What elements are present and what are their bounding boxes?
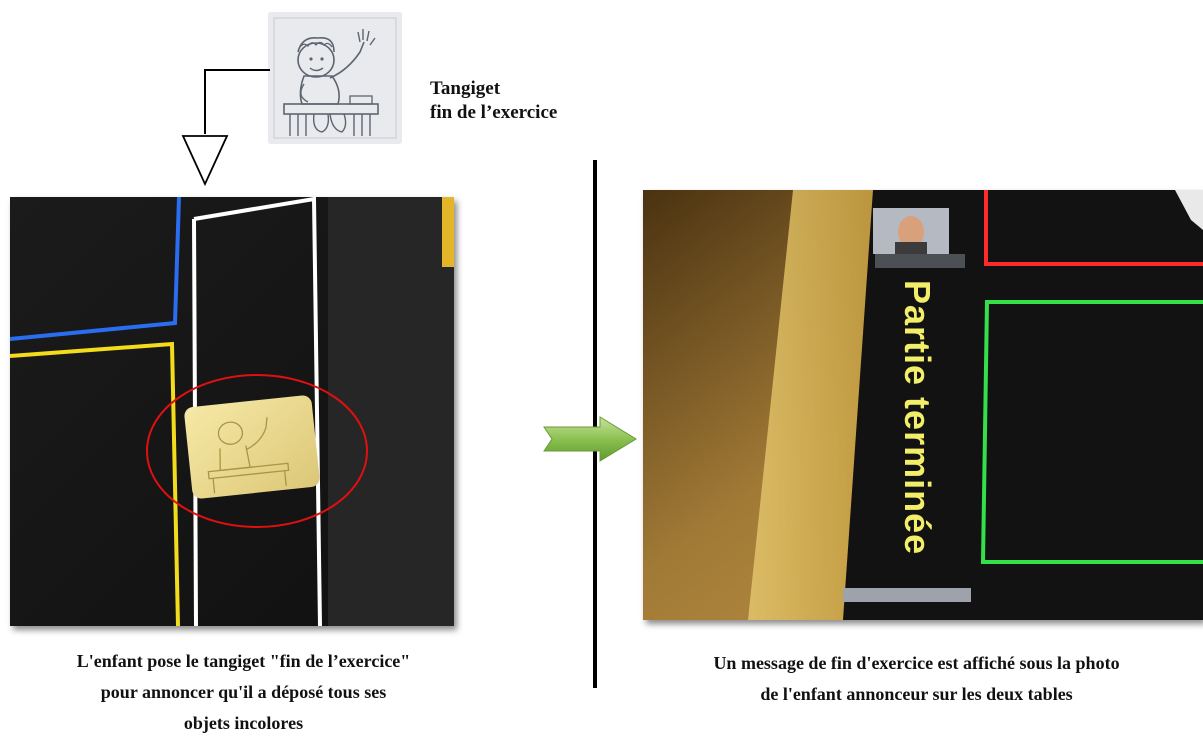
down-hollow-arrow-icon [181,69,270,187]
yellow-zone [10,341,180,626]
tangiget-title: Tangiget [430,78,501,99]
green-right-arrow-icon [543,416,637,462]
tangiget-card [268,12,402,144]
blue-zone [10,197,181,341]
end-message: Partie terminée [897,280,938,555]
right-caption: Un message de fin d'exercice est affiché… [630,648,1203,710]
left-photo [10,197,454,626]
tangiget-caption: Tangiget fin de l’exercice [430,77,557,125]
left-caption-line-2: pour annoncer qu'il a déposé tous ses [100,682,387,702]
child-drawing-icon [268,12,402,144]
left-caption-line-1: L'enfant pose le tangiget "fin de l’exer… [76,651,411,671]
right-photo: Partie terminée [643,190,1203,620]
table-photo-right: Partie terminée [643,190,1203,620]
panel-divider [593,160,597,688]
right-caption-line-2: de l'enfant annonceur sur les deux table… [760,684,1073,704]
left-caption-line-3: objets incolores [183,713,304,733]
left-caption: L'enfant pose le tangiget "fin de l’exer… [12,646,475,739]
highlight-circle [146,374,368,528]
right-caption-line-1: Un message de fin d'exercice est affiché… [713,653,1120,673]
table-photo-left [10,197,454,626]
tangiget-subtitle: fin de l’exercice [430,102,558,123]
white-lane [193,197,322,626]
